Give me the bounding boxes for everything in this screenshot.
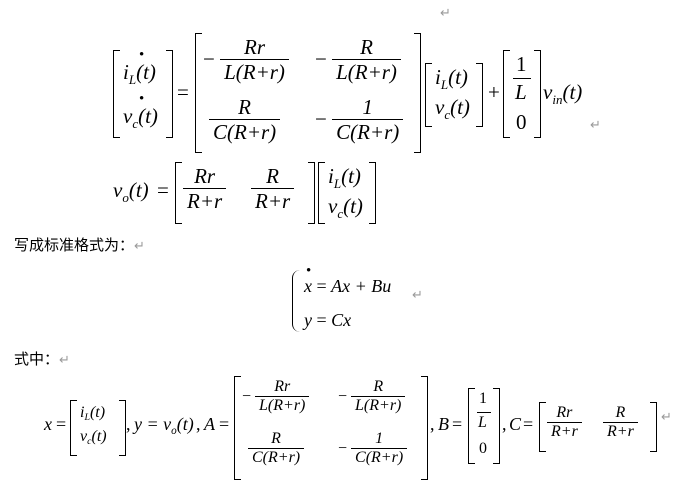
paragraph-mark: ↵ (661, 410, 672, 425)
derivative-dot: • (306, 263, 312, 279)
derivative-dot: • (139, 47, 145, 63)
left-brace (292, 270, 301, 332)
standard-form-intro: 写成标准格式为：↵ (14, 236, 145, 254)
state-derivative-vector: • iL(t) • vc(t) (113, 47, 173, 138)
where-label: 式中：↵ (14, 350, 70, 368)
state-vector: iL(t) vc(t) (70, 400, 126, 456)
state-vector: iL(t) vc(t) (318, 162, 376, 224)
input-voltage: vin(t) (543, 80, 583, 107)
input-matrix-B: 1 L 0 (503, 50, 541, 138)
paragraph-mark: ↵ (440, 6, 451, 21)
derivative-dot: • (139, 91, 145, 107)
paragraph-mark: ↵ (412, 288, 423, 303)
paragraph-mark: ↵ (590, 118, 601, 133)
state-vector: iL(t) vc(t) (425, 63, 483, 127)
matrix-B-definition: 1 L 0 (468, 388, 500, 464)
standard-form-system: • x = Ax + Bu ↵ y = Cx (0, 262, 686, 342)
